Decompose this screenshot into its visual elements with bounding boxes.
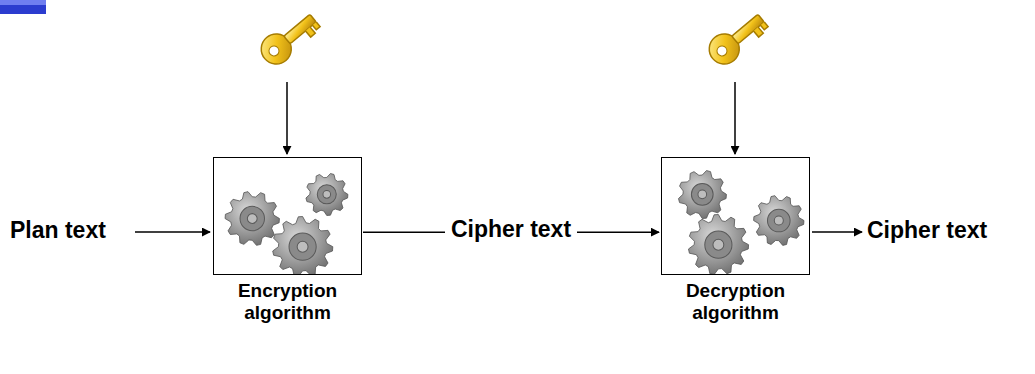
gears-icon — [662, 158, 809, 274]
key-icon — [255, 7, 323, 70]
input-arrow — [135, 231, 210, 233]
key-arrow — [734, 82, 736, 154]
algorithm-box: Decryption algorithm — [661, 157, 810, 275]
output-arrow — [812, 231, 862, 233]
corner-bar — [0, 0, 46, 14]
flow-label: Plan text — [10, 217, 106, 245]
gears-icon — [214, 158, 361, 274]
corner-bar-shine — [0, 0, 46, 5]
algorithm-box: Encryption algorithm — [213, 157, 362, 275]
key-arrow — [286, 82, 288, 154]
algorithm-label: Encryption algorithm — [193, 280, 383, 324]
flow-label: Cipher text — [867, 217, 987, 245]
algorithm-label: Decryption algorithm — [641, 280, 831, 324]
key-icon — [703, 7, 771, 70]
edge-label: Cipher text — [445, 216, 577, 244]
